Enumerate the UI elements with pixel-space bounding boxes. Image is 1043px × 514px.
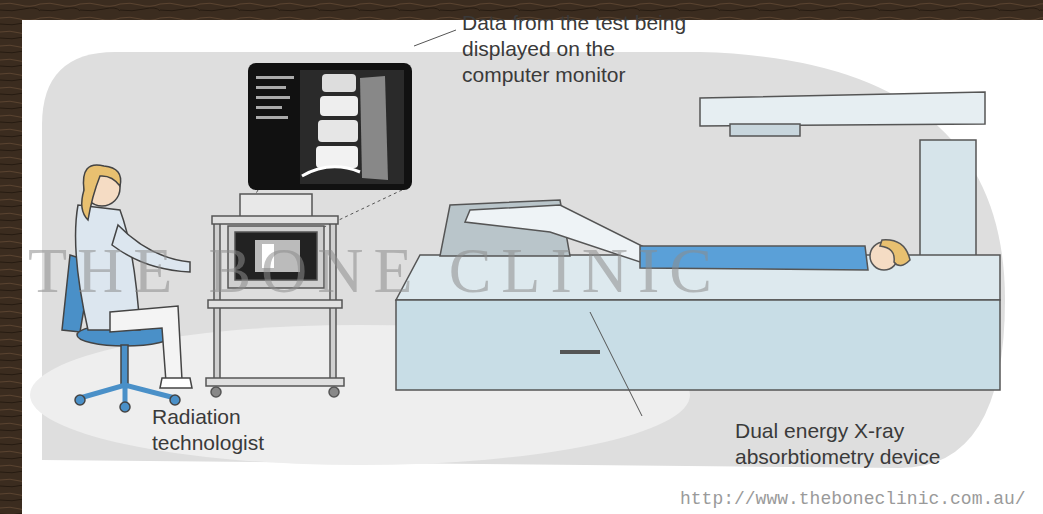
source-url: http://www.theboneclinic.com.au/	[680, 488, 1026, 510]
monitor-inset	[236, 63, 412, 228]
watermark: THE BONE CLINIC	[28, 236, 722, 306]
callout-label: Radiation technologist	[152, 404, 332, 456]
leader-line	[414, 30, 456, 46]
callout-label: Dual energy X-ray absorbtiometry device	[735, 418, 1025, 470]
white-panel	[22, 20, 1043, 514]
leader-line	[590, 312, 642, 416]
callout-label: Data from the test being displayed on th…	[462, 10, 694, 88]
